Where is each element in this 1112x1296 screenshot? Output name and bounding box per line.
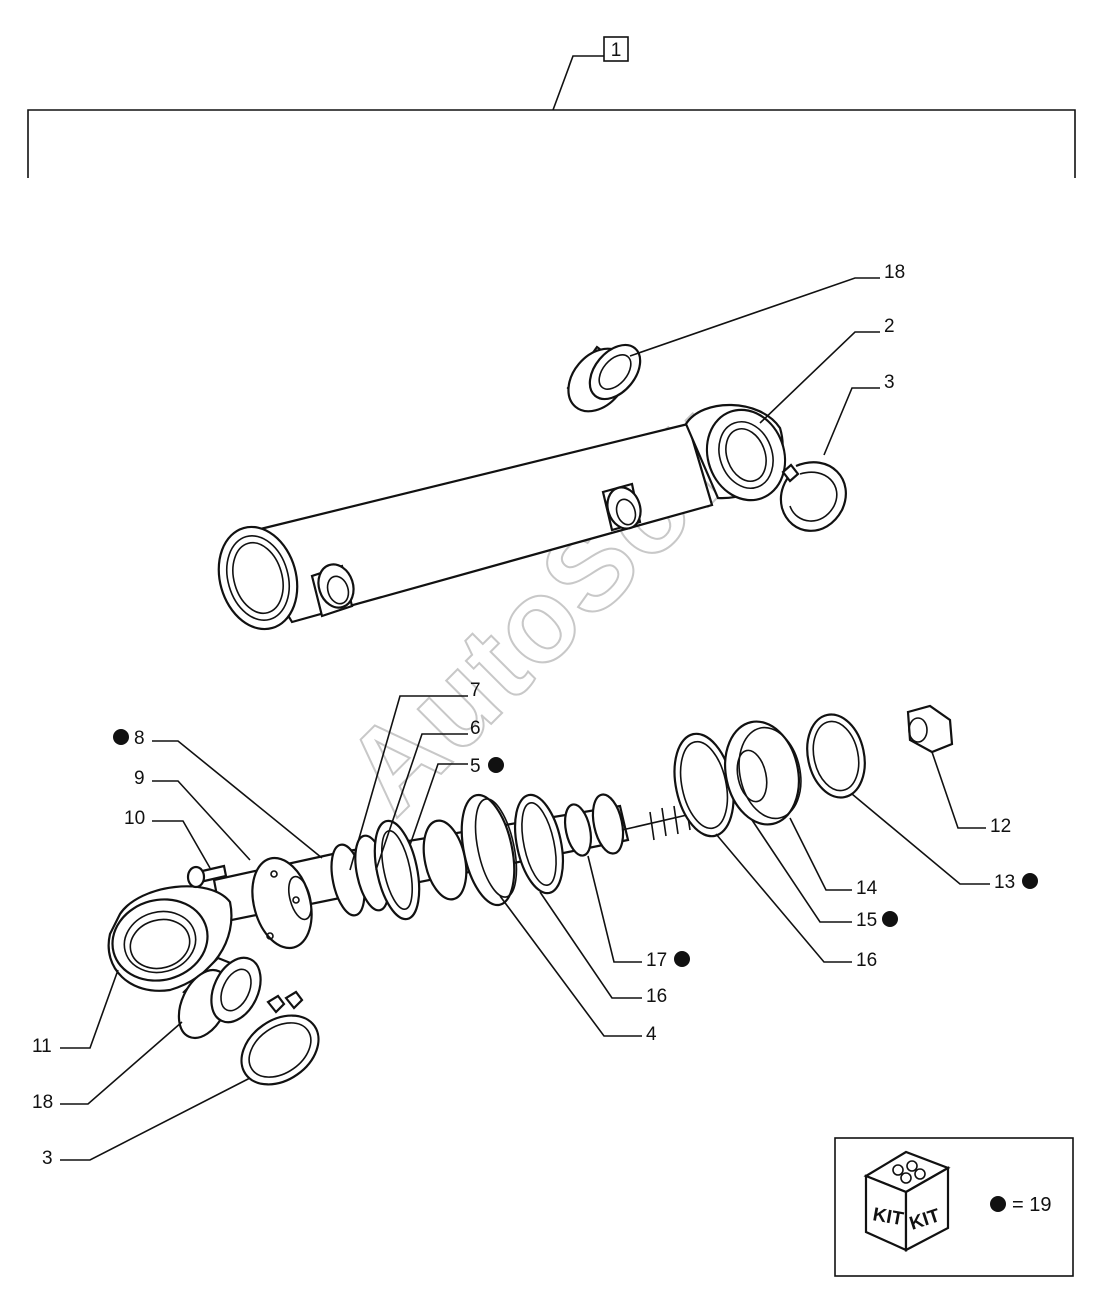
assembly-number: 1 <box>611 40 622 61</box>
rod-seals <box>330 793 701 921</box>
callout-18: 18 <box>884 262 905 283</box>
kit-legend-box: KIT KIT = 19 <box>834 1137 1074 1277</box>
callout-3: 3 <box>884 372 895 393</box>
callout-9: 9 <box>134 768 145 789</box>
kit-dot-15 <box>882 911 898 927</box>
kit-legend-text: = 19 <box>1012 1194 1051 1216</box>
piston-parts <box>673 713 866 838</box>
callout-12: 12 <box>990 816 1011 837</box>
circlip-bottom <box>240 990 320 1086</box>
rod-flange <box>251 856 313 950</box>
callout-14: 14 <box>856 878 878 899</box>
callout-16-left: 16 <box>646 986 667 1007</box>
callout-16-right: 16 <box>856 950 877 971</box>
kit-box-icon: KIT KIT <box>863 1150 951 1252</box>
bushing-top <box>566 343 642 413</box>
callout-5: 5 <box>470 756 481 777</box>
callout-18-bottom: 18 <box>32 1092 53 1113</box>
callout-6: 6 <box>470 718 481 739</box>
callout-2: 2 <box>884 316 895 337</box>
screw <box>186 864 228 889</box>
kit-dot-17 <box>674 951 690 967</box>
callout-11: 11 <box>32 1036 52 1057</box>
bushing-bottom <box>177 956 262 1040</box>
hex-nut <box>906 704 954 754</box>
callout-labels: 18 2 3 7 6 5 8 9 10 12 13 14 15 16 17 16… <box>32 262 1038 1169</box>
kit-dot-13 <box>1022 873 1038 889</box>
kit-dot-8 <box>113 729 129 745</box>
kit-dot-5 <box>488 757 504 773</box>
callout-7: 7 <box>470 680 481 701</box>
callout-3-bottom: 3 <box>42 1148 53 1169</box>
callout-4: 4 <box>646 1024 657 1045</box>
callout-17: 17 <box>646 950 667 971</box>
leader-lines <box>60 277 990 1161</box>
callout-15: 15 <box>856 910 877 931</box>
circlip-top <box>779 461 847 532</box>
callout-13: 13 <box>994 872 1015 893</box>
callout-10: 10 <box>124 808 145 829</box>
assembly-bracket: 1 <box>27 36 1076 178</box>
cylinder-barrel <box>217 403 787 631</box>
kit-legend-dot <box>990 1196 1006 1212</box>
callout-8: 8 <box>134 728 145 749</box>
